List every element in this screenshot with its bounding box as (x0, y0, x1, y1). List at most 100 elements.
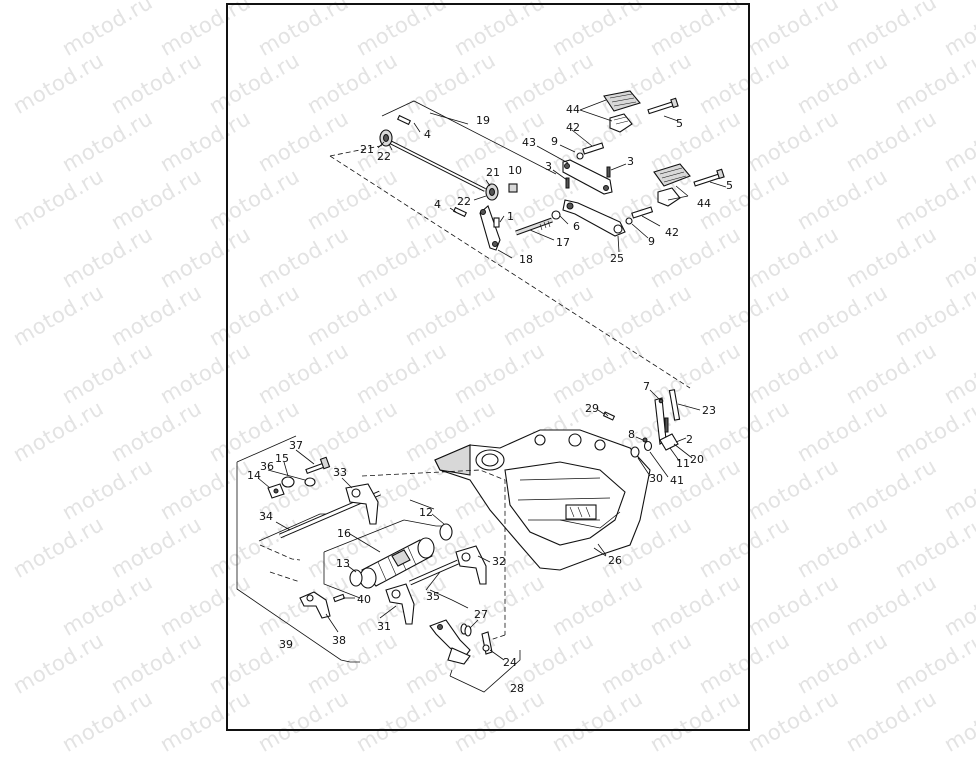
callout-21: 21 (360, 143, 374, 156)
callout-10: 10 (508, 164, 522, 177)
shift-drum-group (236, 435, 506, 663)
screw-4-lower (452, 206, 468, 218)
pin-3-right (606, 166, 611, 178)
nut-10 (508, 183, 518, 193)
shift-fork-31 (385, 583, 415, 625)
callout-5: 5 (676, 117, 683, 130)
callout-31: 31 (377, 620, 391, 633)
ring-30 (630, 446, 640, 458)
callout-5: 5 (726, 179, 733, 192)
callout-15: 15 (275, 452, 289, 465)
callout-38: 38 (332, 634, 346, 647)
callout-43: 43 (522, 136, 536, 149)
fork-rod-35 (408, 559, 460, 586)
callout-23: 23 (702, 404, 716, 417)
pin-5-upper (647, 97, 679, 115)
ring-12 (439, 523, 453, 541)
lever-24 (481, 631, 493, 655)
sleeve-42-upper (582, 142, 605, 155)
pin-3-left (565, 177, 570, 189)
callout-44: 44 (566, 103, 580, 116)
callout-11: 11 (676, 457, 690, 470)
ring-13 (349, 569, 363, 587)
callout-35: 35 (426, 590, 440, 603)
callout-22: 22 (457, 195, 471, 208)
shift-shaft-17 (515, 217, 553, 236)
callout-labels: 44 5 42 9 43 3 3 44 5 42 9 25 6 17 19 4 … (247, 103, 733, 695)
callout-26: 26 (608, 554, 622, 567)
callout-17: 17 (556, 236, 570, 249)
callout-8: 8 (628, 428, 635, 441)
washer-8 (642, 437, 648, 443)
washer-6 (551, 210, 561, 220)
linkage-lever-43 (562, 159, 613, 195)
callout-4: 4 (424, 128, 431, 141)
callout-36: 36 (260, 460, 274, 473)
callout-9: 9 (648, 235, 655, 248)
washer-41 (643, 440, 653, 452)
callout-27: 27 (474, 608, 488, 621)
shift-fork-32 (455, 545, 487, 585)
callout-44: 44 (697, 197, 711, 210)
bolt-37 (305, 456, 331, 475)
arm-7 (654, 397, 667, 445)
callout-24: 24 (503, 656, 517, 669)
callout-14: 14 (247, 469, 261, 482)
linkage-lever-25 (562, 199, 626, 237)
callout-29: 29 (585, 402, 599, 415)
callout-32: 32 (492, 555, 506, 568)
footpeg-44-upper (603, 90, 641, 133)
callout-39: 39 (279, 638, 293, 651)
spacer-36 (304, 477, 316, 487)
footpeg-44-lower (653, 163, 691, 207)
callout-28: 28 (510, 682, 524, 695)
callout-25: 25 (610, 252, 624, 265)
callout-7: 7 (643, 380, 650, 393)
callout-19: 19 (476, 114, 490, 127)
sleeve-42-lower (631, 206, 654, 219)
callout-2: 2 (686, 433, 693, 446)
callout-1: 1 (507, 210, 514, 223)
housing-side-parts (593, 389, 701, 557)
bushing-15 (281, 476, 295, 488)
callout-22: 22 (377, 150, 391, 163)
callout-42: 42 (665, 226, 679, 239)
callout-12: 12 (419, 506, 433, 519)
selector-arm (429, 619, 471, 665)
callout-3: 3 (627, 155, 634, 168)
rod-23 (668, 389, 681, 421)
diagram-frame (226, 3, 750, 731)
screw-40 (332, 593, 346, 603)
callout-30: 30 (649, 472, 663, 485)
bolt-11 (664, 417, 669, 433)
spring-27 (460, 623, 472, 637)
callout-34: 34 (259, 510, 273, 523)
bracket-14 (267, 483, 285, 499)
upper-assembly-group (329, 90, 727, 389)
callout-18: 18 (519, 253, 533, 266)
selector-group (429, 619, 521, 693)
callout-37: 37 (289, 439, 303, 452)
callout-9: 9 (551, 135, 558, 148)
callout-42: 42 (566, 121, 580, 134)
shift-lever-18 (479, 205, 501, 251)
gearbox-housing-26 (434, 429, 651, 571)
upper-leader-lines (377, 99, 727, 259)
shift-drum-16 (359, 537, 435, 589)
washer-9-upper (576, 152, 584, 160)
callout-16: 16 (337, 527, 351, 540)
shift-rod (379, 129, 499, 201)
washer-9-lower (625, 217, 633, 225)
callout-21: 21 (486, 166, 500, 179)
lever-2 (659, 433, 679, 451)
detent-arm-38 (299, 591, 331, 619)
shift-fork-33 (345, 483, 379, 525)
callout-41: 41 (670, 474, 684, 487)
callout-4: 4 (434, 198, 441, 211)
callout-13: 13 (336, 557, 350, 570)
callout-40: 40 (357, 593, 371, 606)
callout-6: 6 (573, 220, 580, 233)
pin-5-lower (693, 168, 725, 187)
exploded-parts-diagram: 44 5 42 9 43 3 3 44 5 42 9 25 6 17 19 4 … (236, 90, 733, 695)
callout-33: 33 (333, 466, 347, 479)
